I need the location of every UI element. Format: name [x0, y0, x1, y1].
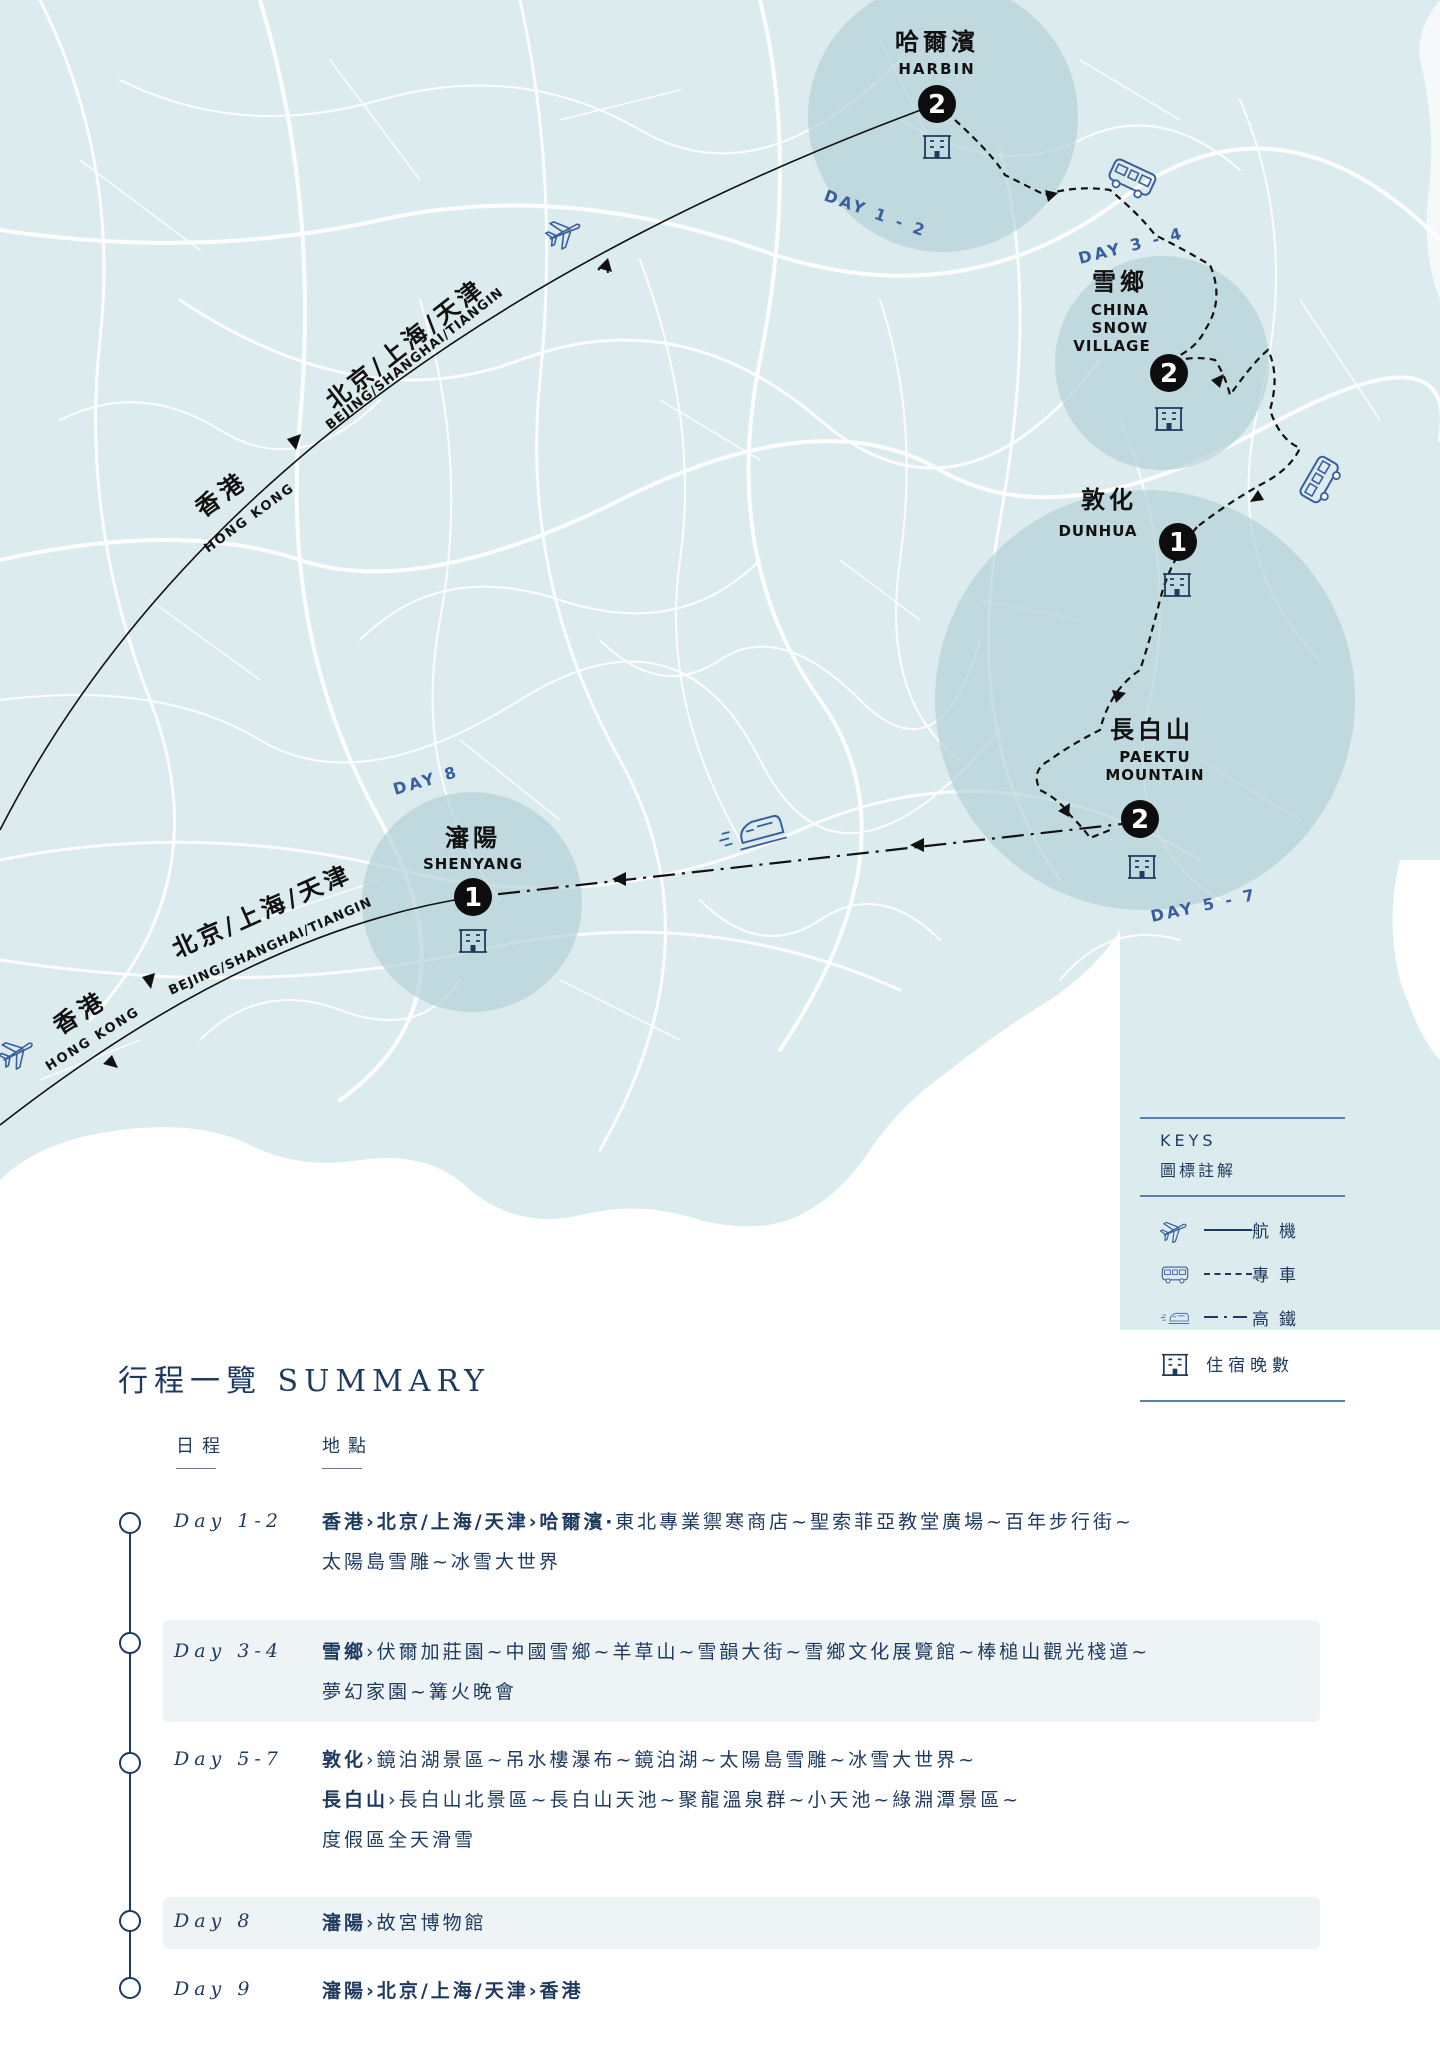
place-highlight: 瀋陽›北京/上海/天津›香港: [322, 1980, 584, 2002]
itinerary-line: 長白山›長白山北景區~長白山天池~聚龍溫泉群~小天池~綠淵潭景區~: [322, 1780, 1302, 1820]
plane-icon: [1160, 1217, 1190, 1243]
nights-marker-paektu: 2: [1121, 800, 1159, 838]
place-text: ›伏爾加莊園~中國雪鄉~羊草山~雪韻大街~雪鄉文化展覽館~棒槌山觀光棧道~: [366, 1641, 1151, 1663]
city-snow-village-zh: 雪鄉: [1092, 268, 1148, 296]
itinerary-line: 敦化›鏡泊湖景區~吊水樓瀑布~鏡泊湖~太陽島雪雕~冰雪大世界~: [322, 1740, 1302, 1780]
place-text: 度假區全天滑雪: [322, 1829, 477, 1851]
city-paektu-zh: 長白山: [1110, 716, 1194, 744]
legend-subtitle: 圖標註解: [1160, 1161, 1237, 1180]
legend-line-dash-dot: [1204, 1316, 1252, 1318]
train-icon: [1160, 1312, 1190, 1324]
itinerary-line: 太陽島雪雕~冰雪大世界: [322, 1542, 1302, 1582]
day-label: Day 8: [174, 1910, 255, 1932]
map-legend: KEYS 圖標註解 航機 專車 高鐵 住宿晚數: [1140, 1117, 1345, 1402]
city-shenyang-en: SHENYANG: [423, 855, 523, 873]
nights-marker-shenyang: 1: [454, 878, 492, 916]
legend-label: 航機: [1252, 1222, 1306, 1242]
hotel-icon: [1161, 1353, 1189, 1376]
itinerary-line: 雪鄉›伏爾加莊園~中國雪鄉~羊草山~雪韻大街~雪鄉文化展覽館~棒槌山觀光棧道~: [322, 1632, 1302, 1672]
itinerary-row: Day 8 瀋陽›故宮博物館: [163, 1897, 1320, 1949]
city-dunhua-en: DUNHUA: [1058, 522, 1137, 540]
legend-item-hotel: 住宿晚數: [1160, 1351, 1340, 1377]
timeline-dot: [119, 1752, 141, 1774]
itinerary-line: 夢幻家園~篝火晚會: [322, 1672, 1302, 1712]
column-header-places: 地點: [322, 1432, 374, 1469]
place-text: ›長白山北景區~長白山天池~聚龍溫泉群~小天池~綠淵潭景區~: [388, 1789, 1022, 1811]
itinerary-row: Day 1-2 香港›北京/上海/天津›哈爾濱‧東北專業禦寒商店~聖索菲亞教堂廣場…: [163, 1502, 1320, 1582]
itinerary-line: 瀋陽›故宮博物館: [322, 1903, 1302, 1943]
itinerary-row: Day 3-4 雪鄉›伏爾加莊園~中國雪鄉~羊草山~雪韻大街~雪鄉文化展覽館~棒槌…: [163, 1620, 1320, 1722]
timeline-dot: [119, 1910, 141, 1932]
summary-title: 行程一覽 SUMMARY: [118, 1364, 490, 1399]
day-label: Day 1-2: [174, 1510, 283, 1532]
place-text: ›鏡泊湖景區~吊水樓瀑布~鏡泊湖~太陽島雪雕~冰雪大世界~: [366, 1749, 978, 1771]
city-snow-village-en: CHINA: [1091, 301, 1149, 319]
itinerary-line: 度假區全天滑雪: [322, 1820, 1302, 1860]
city-paektu-en: MOUNTAIN: [1105, 766, 1204, 784]
itinerary-places: 敦化›鏡泊湖景區~吊水樓瀑布~鏡泊湖~太陽島雪雕~冰雪大世界~長白山›長白山北景…: [322, 1740, 1302, 1860]
itinerary-places: 瀋陽›故宮博物館: [322, 1903, 1302, 1943]
place-text: 東北專業禦寒商店~聖索菲亞教堂廣場~百年步行街~: [615, 1511, 1134, 1533]
svg-text:1: 1: [1169, 528, 1187, 558]
place-highlight: 長白山: [322, 1789, 389, 1811]
legend-label: 高鐵: [1252, 1310, 1306, 1330]
place-text: 太陽島雪雕~冰雪大世界: [322, 1551, 561, 1573]
place-highlight: 香港›北京/上海/天津›哈爾濱‧: [322, 1511, 616, 1533]
svg-text:2: 2: [1160, 359, 1178, 389]
place-text: 夢幻家園~篝火晚會: [322, 1681, 517, 1703]
nights-marker-harbin: 2: [918, 85, 956, 123]
itinerary-line: 瀋陽›北京/上海/天津›香港: [322, 1971, 1302, 2011]
legend-item-flight: 航機: [1160, 1217, 1340, 1243]
column-header-schedule: 日程: [176, 1432, 228, 1469]
route-map: 2 2 1 2 1 哈爾濱 HARBIN 雪鄉 CHINA SNOW VILLA…: [0, 0, 1440, 1330]
day-label: Day 3-4: [174, 1640, 283, 1662]
city-snow-village-en: SNOW: [1092, 319, 1149, 337]
city-dunhua-zh: 敦化: [1081, 486, 1137, 514]
legend-line-solid: [1204, 1229, 1252, 1231]
itinerary-line: 香港›北京/上海/天津›哈爾濱‧東北專業禦寒商店~聖索菲亞教堂廣場~百年步行街~: [322, 1502, 1302, 1542]
legend-rule: [1140, 1117, 1345, 1119]
day-label: Day 5-7: [174, 1748, 283, 1770]
timeline-dot: [119, 1632, 141, 1654]
svg-text:2: 2: [928, 90, 946, 120]
legend-rule: [1140, 1195, 1345, 1197]
itinerary-places: 香港›北京/上海/天津›哈爾濱‧東北專業禦寒商店~聖索菲亞教堂廣場~百年步行街~…: [322, 1502, 1302, 1582]
bus-icon: [1161, 1266, 1189, 1284]
day-label: Day 9: [174, 1978, 255, 2000]
itinerary-places: 雪鄉›伏爾加莊園~中國雪鄉~羊草山~雪韻大街~雪鄉文化展覽館~棒槌山觀光棧道~ 夢…: [322, 1632, 1302, 1712]
place-highlight: 敦化: [322, 1749, 367, 1771]
itinerary-row: Day 9 瀋陽›北京/上海/天津›香港: [163, 1965, 1320, 2017]
city-paektu-en: PAEKTU: [1119, 748, 1191, 766]
place-highlight: 瀋陽: [322, 1912, 367, 1934]
timeline-dot: [119, 1512, 141, 1534]
legend-label: 住宿晚數: [1206, 1356, 1294, 1376]
legend-label: 專車: [1252, 1266, 1306, 1286]
svg-text:1: 1: [464, 883, 482, 913]
place-text: ›故宮博物館: [366, 1912, 487, 1934]
nights-marker-dunhua: 1: [1159, 523, 1197, 561]
place-highlight: 雪鄉: [322, 1641, 367, 1663]
itinerary-places: 瀋陽›北京/上海/天津›香港: [322, 1971, 1302, 2011]
legend-line-dashed: [1204, 1273, 1252, 1275]
city-snow-village-en: VILLAGE: [1073, 337, 1150, 355]
city-harbin-zh: 哈爾濱: [895, 28, 979, 56]
legend-item-train: 高鐵: [1160, 1305, 1340, 1331]
nights-marker-snow-village: 2: [1150, 354, 1188, 392]
timeline-dot: [119, 1977, 141, 1999]
city-harbin-en: HARBIN: [898, 60, 975, 78]
city-shenyang-zh: 瀋陽: [445, 824, 501, 852]
legend-rule: [1140, 1400, 1345, 1402]
svg-text:2: 2: [1131, 805, 1149, 835]
legend-title: KEYS: [1160, 1131, 1217, 1150]
legend-item-bus: 專車: [1160, 1261, 1340, 1287]
